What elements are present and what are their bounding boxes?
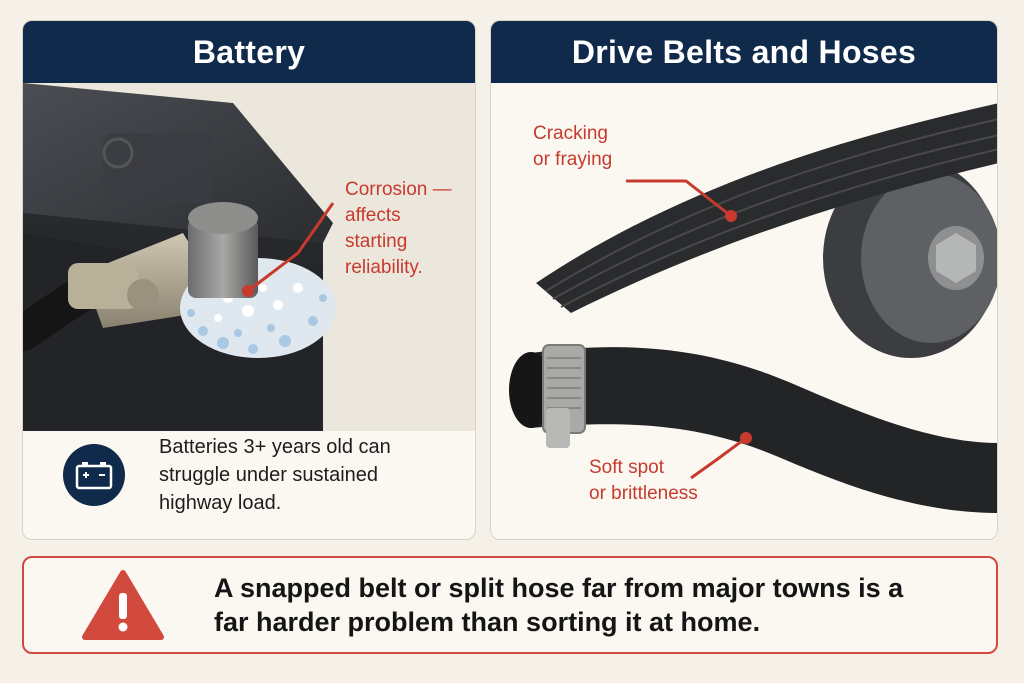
belt-cracking-callout: Cracking or fraying <box>533 123 613 170</box>
hose-soft-spot-callout: Soft spot or brittleness <box>589 457 698 504</box>
battery-terminal-illustration <box>23 83 475 431</box>
battery-panel-title: Battery <box>23 21 475 83</box>
corrosion-callout: Corrosion — affects starting reliability… <box>345 179 452 278</box>
battery-panel: Battery <box>22 20 476 540</box>
battery-info-text: Batteries 3+ years old can struggle unde… <box>159 436 391 514</box>
warning-triangle-icon <box>82 570 164 640</box>
battery-info-row: Batteries 3+ years old can struggle unde… <box>63 433 429 517</box>
battery-icon <box>63 444 125 506</box>
belts-panel-title: Drive Belts and Hoses <box>491 21 997 83</box>
warning-text: A snapped belt or split hose far from ma… <box>214 573 904 637</box>
belt-hose-illustration <box>491 83 997 539</box>
belts-hoses-panel: Drive Belts and Hoses Cracki <box>490 20 998 540</box>
warning-banner: A snapped belt or split hose far from ma… <box>22 556 998 654</box>
